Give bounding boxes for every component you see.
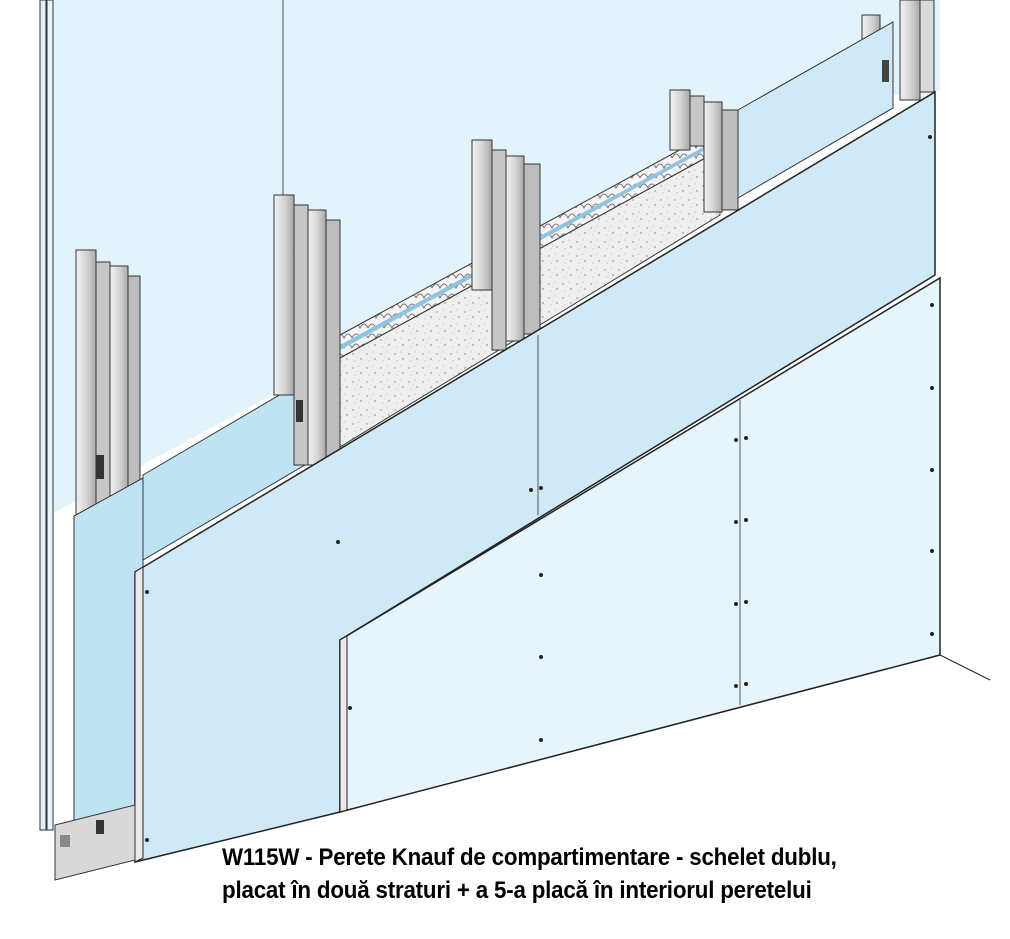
floor-track bbox=[54, 804, 136, 881]
caption-line-2: placat în două straturi + a 5-a placă în… bbox=[222, 877, 812, 904]
floor-line bbox=[939, 654, 991, 681]
left-edge-boards bbox=[39, 0, 54, 831]
fifth-board-left bbox=[73, 477, 144, 839]
right-top-studs bbox=[737, 0, 935, 199]
caption-line-1: W115W - Perete Knauf de compartimentare … bbox=[222, 844, 837, 871]
stud-group-right bbox=[669, 89, 739, 213]
stud-group-mid-left bbox=[273, 194, 341, 466]
stud-group-mid-right bbox=[471, 139, 541, 351]
